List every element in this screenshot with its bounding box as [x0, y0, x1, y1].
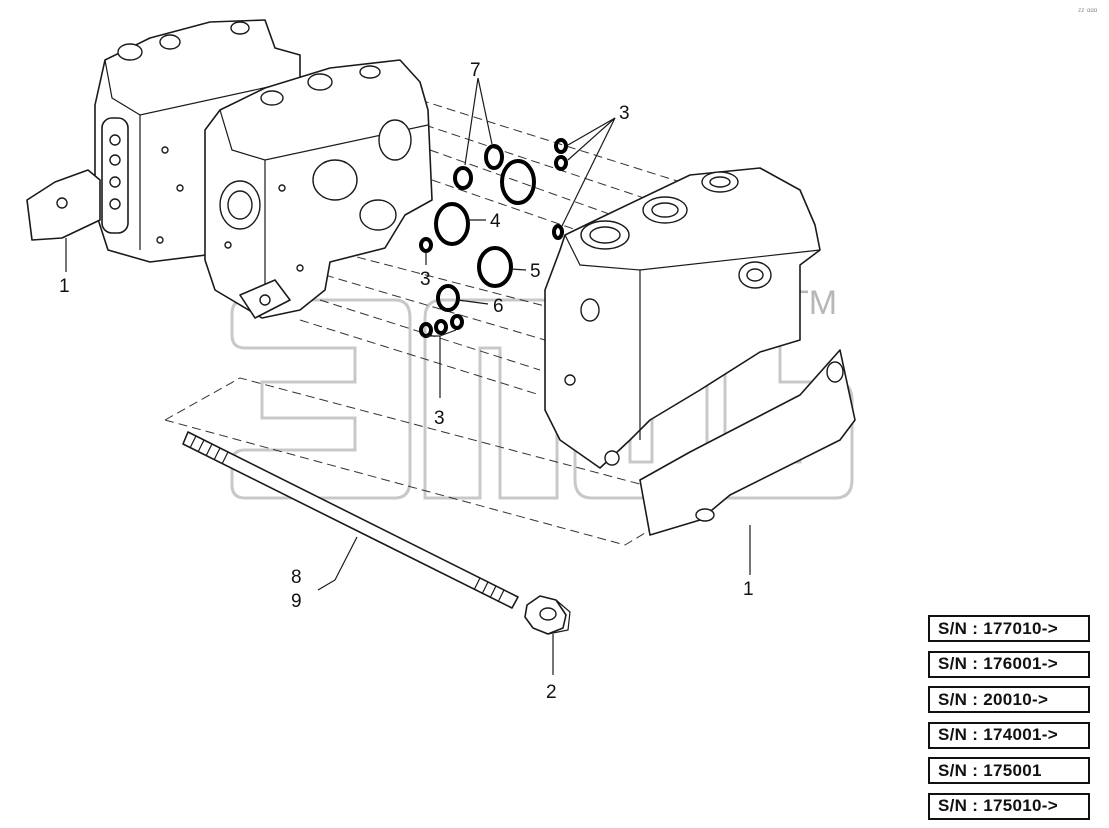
serial-number-label: S/N : 175010-> [928, 792, 1090, 820]
serial-number-label: S/N : 176001-> [928, 650, 1090, 678]
valve-section-left-front [204, 59, 433, 319]
serial-number-label: S/N : 174001-> [928, 721, 1090, 749]
callout-4: 4 [490, 211, 501, 232]
o-ring-7b [484, 144, 504, 170]
callout-6: 6 [493, 296, 504, 317]
corner-mark: ᶻᶻ ᵅᵅᵅ [1078, 6, 1098, 16]
o-ring-6 [436, 284, 460, 312]
o-ring-4 [434, 202, 470, 246]
serial-number-label: S/N : 20010-> [928, 686, 1090, 713]
o-ring-3-small-f [434, 319, 448, 335]
o-ring-3-small-c [552, 224, 564, 240]
o-ring-3-small-g [450, 314, 464, 330]
callout-8: 8 [291, 567, 302, 588]
valve-section-right [544, 167, 856, 536]
o-rings [419, 138, 568, 338]
nut [524, 595, 571, 635]
o-ring-7a [453, 166, 473, 190]
o-ring-3-small-b [554, 155, 568, 171]
callout-1-right: 1 [743, 579, 754, 600]
callout-9: 9 [291, 591, 302, 612]
o-ring-large-top [500, 159, 536, 205]
callout-3-top: 3 [619, 103, 630, 124]
callout-numbers: 1 1 2 3 3 3 4 5 6 7 8 9 [59, 60, 754, 703]
serial-number-label: S/N : 175001 [928, 757, 1090, 784]
o-ring-3-small-d [419, 237, 433, 253]
callout-3-mid: 3 [420, 269, 431, 290]
callout-2: 2 [546, 682, 557, 703]
o-ring-3-small-a [554, 138, 568, 154]
leader-lines [65, 77, 751, 675]
o-ring-5 [477, 246, 513, 288]
serial-number-list: S/N : 177010-> S/N : 176001-> S/N : 2001… [928, 615, 1090, 828]
serial-number-label: S/N : 177010-> [928, 615, 1090, 642]
callout-7: 7 [470, 60, 481, 81]
callout-1-left: 1 [59, 276, 70, 297]
tie-bolt [182, 431, 519, 609]
callout-5: 5 [530, 261, 541, 282]
callout-3-bottom: 3 [434, 408, 445, 429]
